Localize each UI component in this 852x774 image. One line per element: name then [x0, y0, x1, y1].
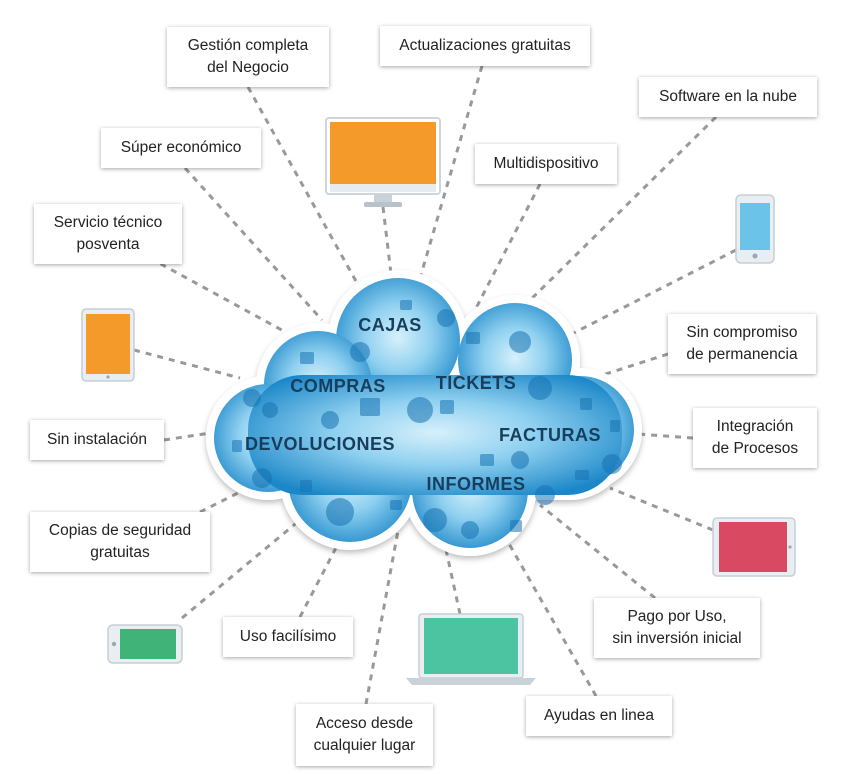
feature-software-nube: Software en la nube [639, 77, 817, 117]
cloud-pattern-icon [580, 398, 592, 410]
cloud-pattern-icon [602, 454, 622, 474]
tablet-icon-red [712, 517, 796, 577]
cloud-pattern-icon [535, 485, 555, 505]
laptop-icon [406, 613, 536, 685]
smartphone-icon-green [107, 624, 183, 664]
cloud-pattern-icon [511, 451, 529, 469]
cloud-pattern-icon [466, 332, 480, 344]
feature-sin-instalacion: Sin instalación [30, 420, 164, 460]
cloud-pattern-icon [610, 420, 620, 432]
cloud-pattern-icon [390, 500, 402, 510]
keyword-compras: COMPRAS [290, 376, 386, 396]
keyword-tickets: TICKETS [436, 373, 517, 393]
feature-pago-uso: Pago por Uso, sin inversión inicial [594, 598, 760, 658]
feature-super-economico: Súper económico [101, 128, 261, 168]
keyword-devoluciones: DEVOLUCIONES [245, 434, 395, 454]
feature-acceso: Acceso desde cualquier lugar [296, 704, 433, 766]
cloud-pattern-icon [326, 498, 354, 526]
cloud-pattern-icon [300, 480, 312, 492]
feature-multidispositivo: Multidispositivo [475, 144, 617, 184]
cloud-pattern-icon [262, 402, 278, 418]
cloud-icon-pattern [232, 300, 622, 539]
cloud-pattern-icon [252, 468, 272, 488]
feature-sin-compromiso: Sin compromiso de permanencia [668, 314, 816, 374]
cloud-pattern-icon [321, 411, 339, 429]
cloud-pattern-icon [575, 470, 589, 480]
keyword-cajas: CAJAS [358, 315, 422, 335]
feature-integracion: Integración de Procesos [693, 408, 817, 468]
cloud-pattern-icon [232, 440, 242, 452]
cloud-pattern-icon [510, 520, 522, 532]
cloud-pattern-icon [400, 300, 412, 310]
tablet-icon-orange [81, 308, 135, 382]
feature-uso-facilisimo: Uso facilísimo [223, 617, 353, 657]
feature-ayudas: Ayudas en linea [526, 696, 672, 736]
feature-gestion: Gestión completa del Negocio [167, 27, 329, 87]
line-uso-facilisimo [298, 539, 342, 618]
smartphone-icon [735, 194, 775, 264]
line-ayudas [498, 527, 598, 697]
line-monitor [381, 206, 394, 283]
line-multidispositivo [470, 183, 542, 317]
line-servicio-tecnico [149, 256, 301, 342]
line-actualizaciones [416, 65, 484, 286]
cloud-pattern-icon [360, 398, 380, 416]
keyword-facturas: FACTURAS [499, 425, 601, 445]
line-super-economico [183, 166, 324, 322]
line-phone-green [181, 518, 301, 620]
feature-copias-seguridad: Copias de seguridad gratuitas [30, 512, 210, 572]
cloud-pattern-icon [461, 521, 479, 539]
line-phone [559, 248, 737, 342]
cloud-pattern-icon [423, 508, 447, 532]
cloud-pattern-icon [480, 454, 494, 466]
line-gestion [246, 86, 364, 293]
cloud-pattern-icon [243, 389, 261, 407]
cloud-pattern-icon [300, 352, 314, 364]
keyword-informes: INFORMES [426, 474, 525, 494]
feature-actualizaciones: Actualizaciones gratuitas [380, 26, 590, 66]
cloud-pattern-icon [528, 376, 552, 400]
feature-servicio-tecnico: Servicio técnico posventa [34, 204, 182, 264]
cloud-pattern-icon [440, 400, 454, 414]
cloud-pattern-icon [350, 342, 370, 362]
line-pago-uso [539, 503, 656, 600]
cloud-pattern-icon [509, 331, 531, 353]
monitor-icon [325, 117, 441, 207]
cloud-pattern-icon [407, 397, 433, 423]
cloud-body [214, 278, 634, 548]
cloud-pattern-icon [437, 309, 455, 327]
line-integracion [609, 430, 694, 440]
